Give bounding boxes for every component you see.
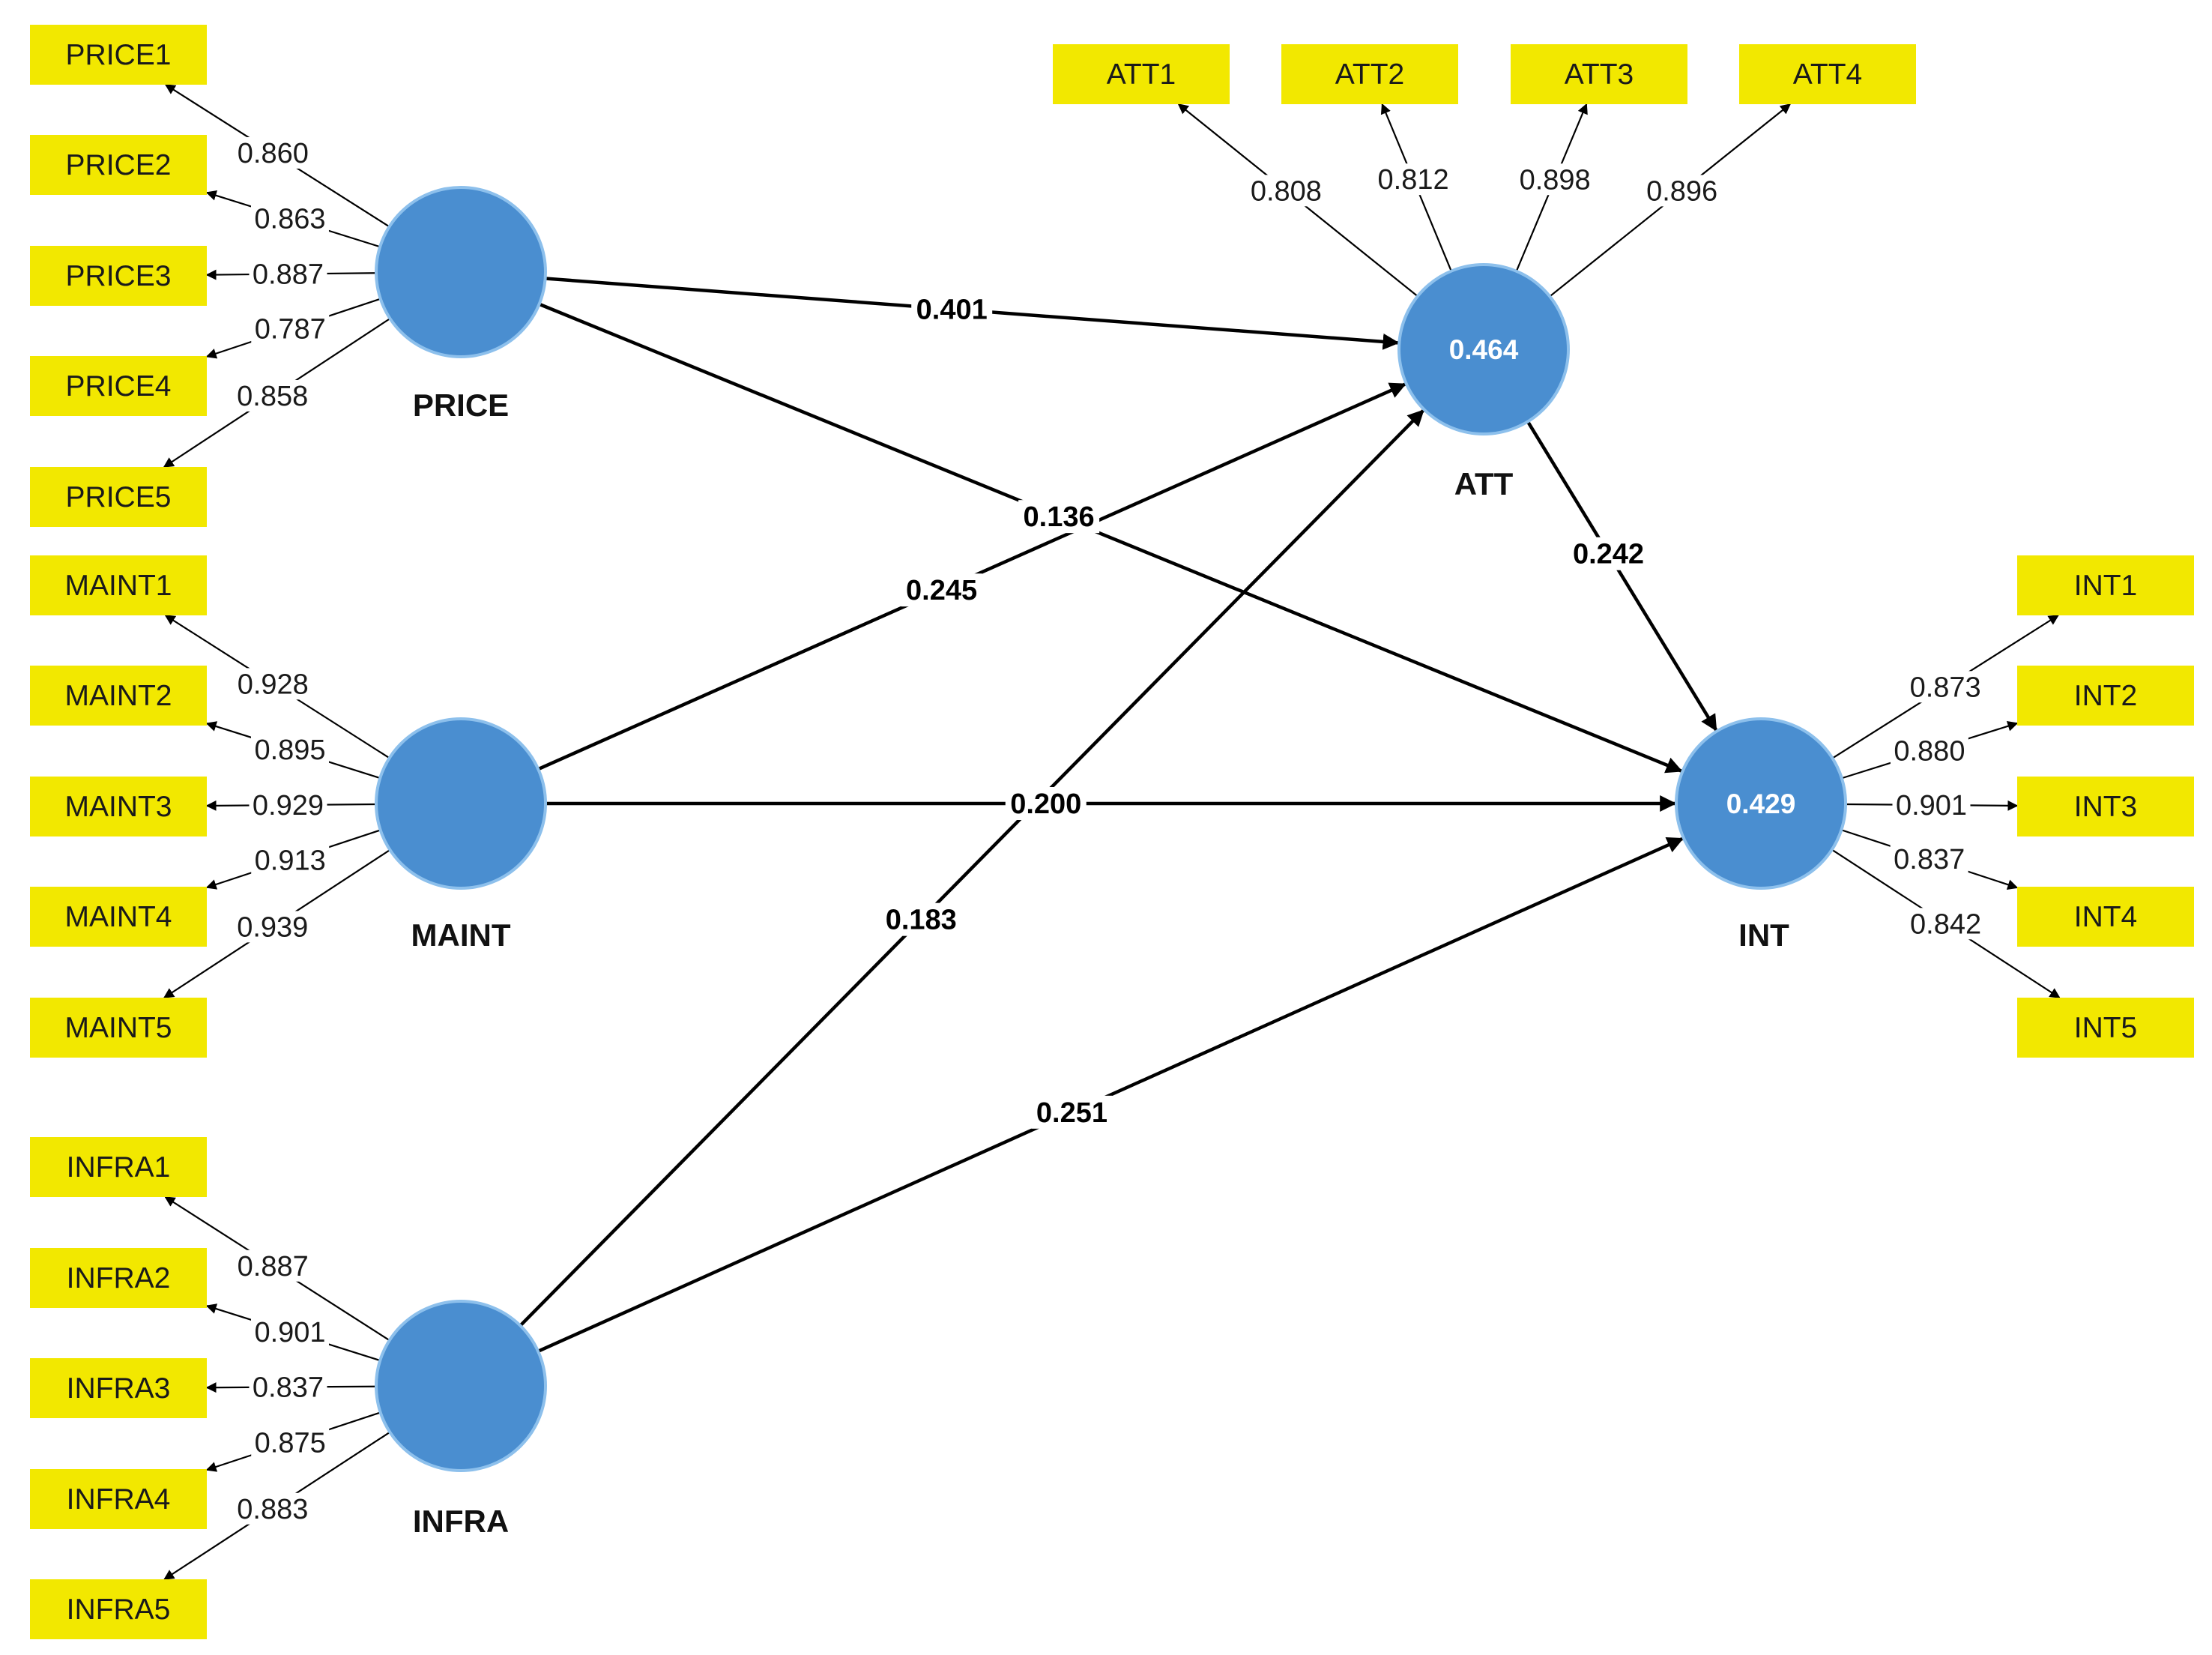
indicator-label: MAINT3: [64, 791, 172, 823]
indicator-maint2[interactable]: MAINT2: [30, 666, 207, 726]
indicator-label: INT5: [2074, 1012, 2138, 1044]
indicator-label: INT3: [2074, 791, 2138, 823]
indicator-maint5[interactable]: MAINT5: [30, 998, 207, 1058]
construct-label-price: PRICE: [413, 388, 509, 423]
indicator-label: ATT3: [1565, 58, 1634, 91]
indicator-label: ATT4: [1793, 58, 1862, 91]
path-coefficient-price-int: 0.136: [1024, 501, 1095, 533]
path-coefficient-att-int: 0.242: [1573, 539, 1644, 570]
indicator-label: PRICE5: [66, 481, 172, 513]
path-coefficient-maint-int: 0.200: [1010, 789, 1081, 820]
indicator-label: PRICE4: [66, 370, 172, 403]
indicator-infra1[interactable]: INFRA1: [30, 1137, 207, 1197]
loading-value-infra3: 0.837: [253, 1372, 324, 1404]
indicator-label: INFRA3: [67, 1372, 171, 1405]
loading-value-price5: 0.858: [237, 381, 308, 412]
loading-value-maint3: 0.929: [253, 790, 324, 822]
path-arrow-att-to-int: [1526, 420, 1717, 732]
indicator-int3[interactable]: INT3: [2017, 777, 2194, 836]
indicator-int1[interactable]: INT1: [2017, 555, 2194, 615]
indicator-label: INFRA5: [67, 1594, 171, 1626]
loading-value-maint2: 0.895: [254, 735, 325, 766]
loading-value-int3: 0.901: [1896, 790, 1967, 822]
loading-value-int1: 0.873: [1910, 672, 1981, 703]
indicator-int5[interactable]: INT5: [2017, 998, 2194, 1058]
construct-label-infra: INFRA: [413, 1504, 509, 1539]
loading-value-infra5: 0.883: [237, 1494, 308, 1525]
construct-maint[interactable]: [375, 717, 547, 890]
indicator-label: INFRA4: [67, 1483, 171, 1516]
indicator-label: INFRA1: [67, 1151, 171, 1184]
indicator-label: INT4: [2074, 901, 2138, 933]
loading-value-att1: 0.808: [1251, 175, 1322, 207]
indicator-label: INFRA2: [67, 1262, 171, 1294]
indicator-maint1[interactable]: MAINT1: [30, 555, 207, 615]
loading-value-att2: 0.812: [1378, 164, 1449, 196]
indicator-infra4[interactable]: INFRA4: [30, 1469, 207, 1529]
path-coefficient-price-att: 0.401: [916, 294, 988, 325]
loading-value-maint5: 0.939: [237, 911, 308, 943]
loading-value-maint4: 0.913: [255, 845, 326, 876]
path-coefficient-infra-att: 0.183: [886, 905, 957, 936]
loading-value-price4: 0.787: [255, 314, 326, 346]
construct-int[interactable]: 0.429: [1675, 717, 1847, 890]
indicator-label: ATT1: [1107, 58, 1176, 91]
loading-value-int5: 0.842: [1910, 908, 1981, 940]
indicator-infra2[interactable]: INFRA2: [30, 1248, 207, 1308]
indicator-price2[interactable]: PRICE2: [30, 135, 207, 195]
indicator-price3[interactable]: PRICE3: [30, 246, 207, 306]
indicator-maint4[interactable]: MAINT4: [30, 887, 207, 947]
indicator-maint3[interactable]: MAINT3: [30, 777, 207, 836]
loading-value-price2: 0.863: [254, 204, 325, 235]
loading-value-price1: 0.860: [238, 138, 309, 169]
construct-label-int: INT: [1738, 917, 1789, 953]
indicator-infra3[interactable]: INFRA3: [30, 1358, 207, 1418]
indicator-price1[interactable]: PRICE1: [30, 25, 207, 85]
path-arrow-price-to-int: [538, 302, 1683, 774]
loading-value-int2: 0.880: [1894, 736, 1965, 768]
construct-infra[interactable]: [375, 1300, 547, 1472]
r-squared-int: 0.429: [1726, 789, 1796, 819]
indicator-label: MAINT5: [64, 1012, 172, 1044]
construct-label-att: ATT: [1454, 466, 1514, 501]
loading-value-infra4: 0.875: [255, 1427, 326, 1459]
loading-value-infra1: 0.887: [238, 1251, 309, 1282]
path-arrow-infra-to-att: [519, 409, 1424, 1327]
indicator-int4[interactable]: INT4: [2017, 887, 2194, 947]
indicator-label: INT2: [2074, 680, 2138, 712]
loading-value-price3: 0.887: [253, 259, 324, 291]
indicator-label: PRICE3: [66, 260, 172, 292]
loading-value-maint1: 0.928: [238, 669, 309, 700]
loading-value-att4: 0.896: [1646, 175, 1717, 207]
indicator-att4[interactable]: ATT4: [1739, 44, 1916, 104]
loading-value-infra2: 0.901: [254, 1317, 325, 1348]
indicator-infra5[interactable]: INFRA5: [30, 1579, 207, 1639]
loading-value-int4: 0.837: [1894, 844, 1965, 875]
path-arrow-infra-to-int: [537, 836, 1684, 1353]
indicator-label: INT1: [2074, 570, 2138, 602]
indicator-price5[interactable]: PRICE5: [30, 467, 207, 527]
construct-att[interactable]: 0.464: [1397, 263, 1570, 435]
indicator-label: MAINT2: [64, 680, 172, 712]
indicator-label: PRICE2: [66, 149, 172, 181]
indicator-att3[interactable]: ATT3: [1511, 44, 1687, 104]
indicator-label: MAINT4: [64, 901, 172, 933]
construct-price[interactable]: [375, 186, 547, 358]
path-coefficient-maint-att: 0.245: [906, 575, 977, 606]
indicator-price4[interactable]: PRICE4: [30, 356, 207, 416]
path-coefficient-infra-int: 0.251: [1036, 1097, 1107, 1129]
construct-label-maint: MAINT: [411, 917, 511, 953]
indicator-label: MAINT1: [64, 570, 172, 602]
indicator-label: ATT2: [1335, 58, 1404, 91]
indicator-label: PRICE1: [66, 39, 172, 71]
loading-value-att3: 0.898: [1520, 164, 1591, 196]
indicator-att2[interactable]: ATT2: [1281, 44, 1458, 104]
r-squared-att: 0.464: [1449, 334, 1519, 365]
indicator-att1[interactable]: ATT1: [1053, 44, 1230, 104]
indicator-int2[interactable]: INT2: [2017, 666, 2194, 726]
